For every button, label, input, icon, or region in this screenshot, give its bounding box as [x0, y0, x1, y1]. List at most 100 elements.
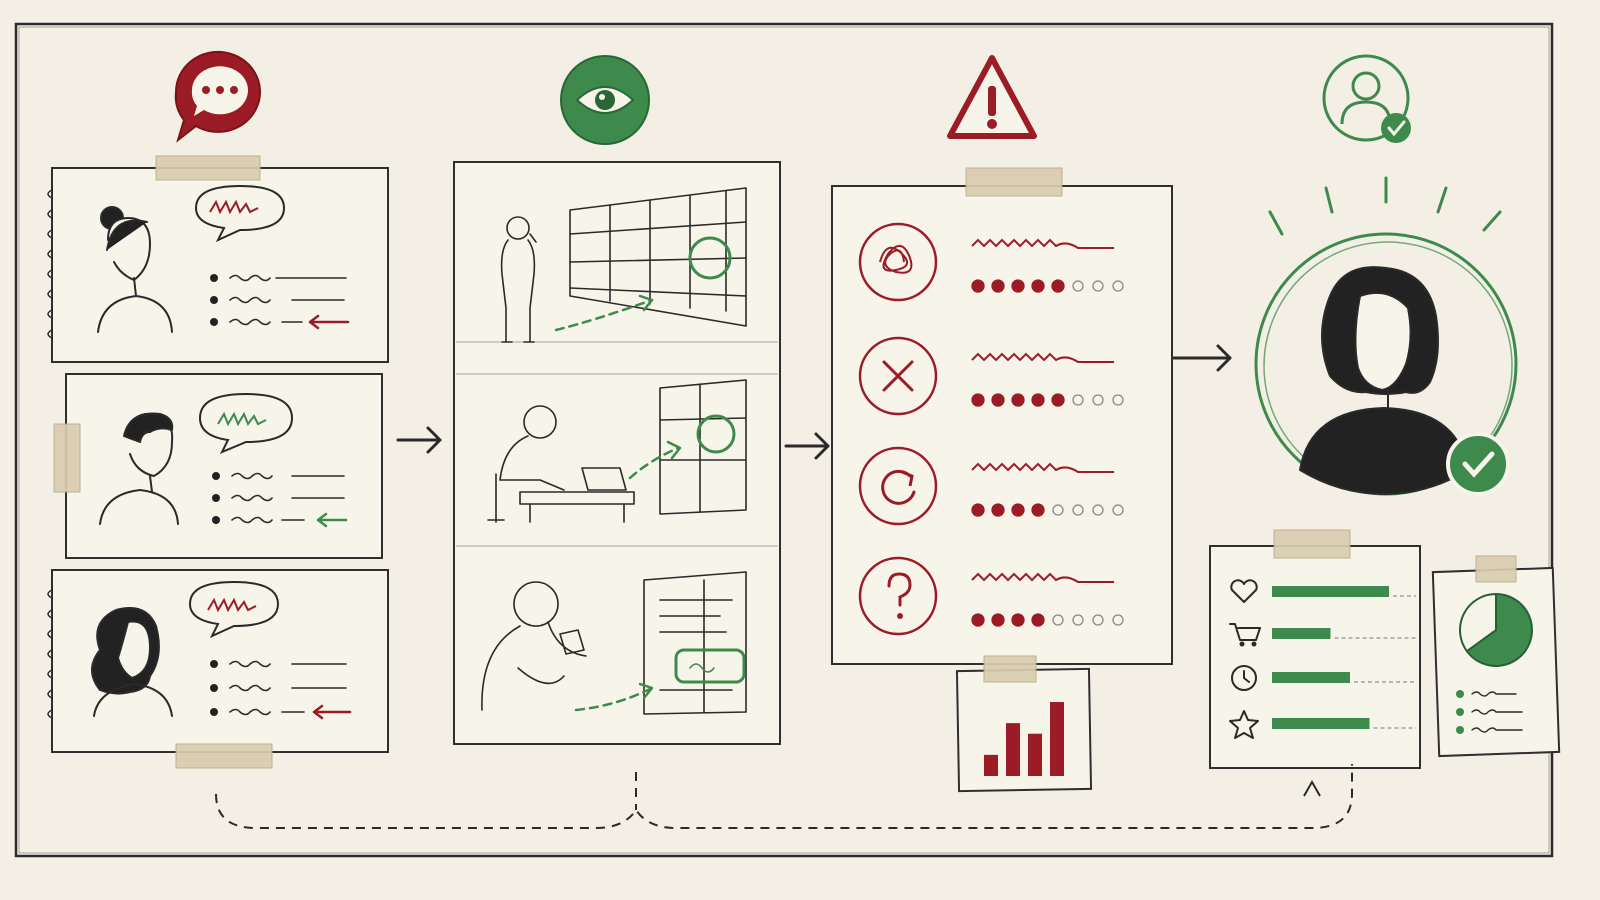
interview-card — [47, 155, 389, 363]
outer-frame — [14, 22, 1554, 858]
refresh-icon — [858, 446, 938, 526]
star-icon — [1229, 710, 1259, 739]
interview-card — [47, 569, 389, 769]
trait-level-bar — [1272, 628, 1331, 639]
rating-dot-filled — [1051, 393, 1065, 407]
observation-panel — [453, 161, 781, 745]
person-long-hair-icon — [91, 607, 173, 717]
pie-chart-note — [1431, 555, 1561, 758]
rating-dot-filled — [1031, 279, 1045, 293]
pain-note-scribble — [971, 572, 1114, 583]
eye-icon — [560, 55, 650, 145]
pain-point-panel — [831, 167, 1173, 665]
pain-note-scribble — [971, 462, 1114, 473]
speech-bubble-icon — [174, 50, 261, 143]
warning-triangle-icon — [947, 55, 1037, 139]
verified-check-icon — [1446, 432, 1510, 496]
pie-slice — [1459, 592, 1497, 653]
tape-strip — [1475, 555, 1517, 583]
user-check-icon — [1322, 54, 1411, 143]
tape-strip — [965, 167, 1063, 197]
feedback-connector — [215, 764, 1353, 829]
pain-point-row — [858, 556, 1124, 636]
persona-traits-card — [1209, 529, 1421, 769]
shelf-scene — [500, 187, 747, 343]
rating-dot-empty — [1072, 504, 1084, 516]
highlight-rays — [1268, 176, 1502, 236]
chart-bar — [1028, 733, 1042, 776]
rating-dot-empty — [1112, 280, 1124, 292]
rating-dot-empty — [1092, 280, 1104, 292]
tape-strip — [155, 155, 261, 181]
chart-bar — [1050, 702, 1064, 776]
notes-list — [210, 274, 350, 330]
rating-dot-empty — [1092, 614, 1104, 626]
rating-dot-filled — [991, 613, 1005, 627]
rating-dot-empty — [1072, 614, 1084, 626]
clock-icon — [1231, 665, 1257, 691]
heart-icon — [1230, 579, 1258, 603]
spiral-binding — [47, 189, 53, 339]
rating-dot-filled — [1011, 613, 1025, 627]
notes-list — [212, 472, 348, 528]
tape-strip — [175, 743, 273, 769]
trait-row — [1229, 623, 1416, 647]
trait-row — [1229, 710, 1416, 739]
flow-arrow — [784, 432, 830, 460]
pain-note-scribble — [971, 238, 1114, 249]
rating-dot-filled — [1011, 393, 1025, 407]
interview-cards — [47, 155, 389, 769]
bar-chart-note — [955, 655, 1093, 793]
persona-avatar — [1299, 266, 1469, 495]
trait-row — [1230, 579, 1416, 603]
pain-point-row — [858, 336, 1124, 416]
rating-dot-empty — [1072, 280, 1084, 292]
pain-point-row — [858, 222, 1124, 302]
severity-rating — [971, 393, 1124, 407]
rating-dot-empty — [1052, 504, 1064, 516]
person-short-hair-icon — [99, 412, 179, 525]
pie-legend — [1456, 690, 1523, 734]
rating-dot-empty — [1072, 394, 1084, 406]
rating-dot-filled — [991, 393, 1005, 407]
tape-strip — [983, 655, 1037, 683]
severity-rating — [971, 503, 1124, 517]
interview-card — [53, 373, 383, 559]
rating-dot-empty — [1112, 504, 1124, 516]
trait-level-bar — [1272, 586, 1389, 597]
rating-dot-filled — [1031, 393, 1045, 407]
laptop-scene — [487, 379, 747, 523]
trait-row — [1231, 665, 1416, 691]
trait-level-bar — [1272, 718, 1370, 729]
rating-dot-filled — [1051, 279, 1065, 293]
rating-dot-filled — [971, 613, 985, 627]
rating-dot-filled — [1031, 503, 1045, 517]
rating-dot-empty — [1112, 614, 1124, 626]
question-icon — [858, 556, 938, 636]
tape-strip — [53, 423, 81, 493]
spiral-binding — [47, 589, 53, 719]
x-circle-icon — [858, 336, 938, 416]
rating-dot-empty — [1092, 394, 1104, 406]
pie-slice — [1465, 592, 1533, 667]
rating-dot-empty — [1092, 504, 1104, 516]
rating-dot-filled — [971, 503, 985, 517]
rating-dot-filled — [991, 503, 1005, 517]
rating-dot-filled — [971, 279, 985, 293]
person-bun-icon — [97, 206, 173, 333]
phone-scene — [481, 571, 747, 715]
quote-bubble — [188, 580, 280, 639]
pain-note-scribble — [971, 352, 1114, 363]
flow-arrow — [396, 426, 442, 454]
pain-point-row — [858, 446, 1124, 526]
rating-dot-filled — [971, 393, 985, 407]
cart-icon — [1229, 623, 1261, 647]
tangle-icon — [858, 222, 938, 302]
severity-rating — [971, 613, 1124, 627]
notes-list — [210, 660, 352, 720]
tape-strip — [1273, 529, 1351, 559]
flow-arrow — [1172, 344, 1232, 372]
quote-bubble — [198, 392, 294, 454]
